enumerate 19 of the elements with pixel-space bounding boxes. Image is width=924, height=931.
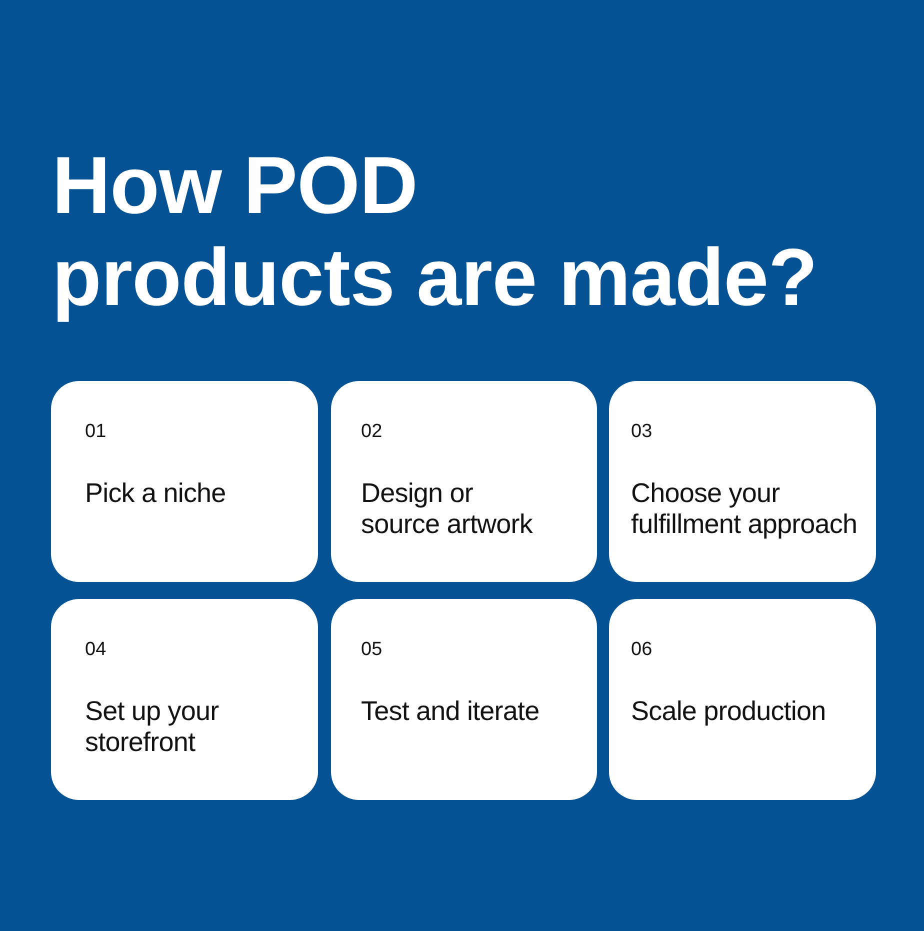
step-card xyxy=(609,381,876,582)
step-card xyxy=(609,599,876,800)
step-label: Set up your storefront xyxy=(85,696,220,758)
step-label: Test and iterate xyxy=(361,696,540,727)
step-label: Scale production xyxy=(631,696,826,727)
step-card xyxy=(51,599,318,800)
step-label: Design or source artwork xyxy=(361,478,534,540)
step-number: 05 xyxy=(361,639,382,661)
step-number: 01 xyxy=(85,421,106,443)
step-card xyxy=(51,381,318,582)
step-number: 06 xyxy=(631,639,652,661)
step-card xyxy=(331,381,597,582)
step-number: 04 xyxy=(85,639,106,661)
step-card xyxy=(331,599,597,800)
step-number: 02 xyxy=(361,421,382,443)
title-heading: How POD products are made? xyxy=(52,140,818,324)
step-number: 03 xyxy=(631,421,652,443)
step-label: Choose your fulfillment approach xyxy=(631,478,858,540)
step-label: Pick a niche xyxy=(85,478,226,509)
